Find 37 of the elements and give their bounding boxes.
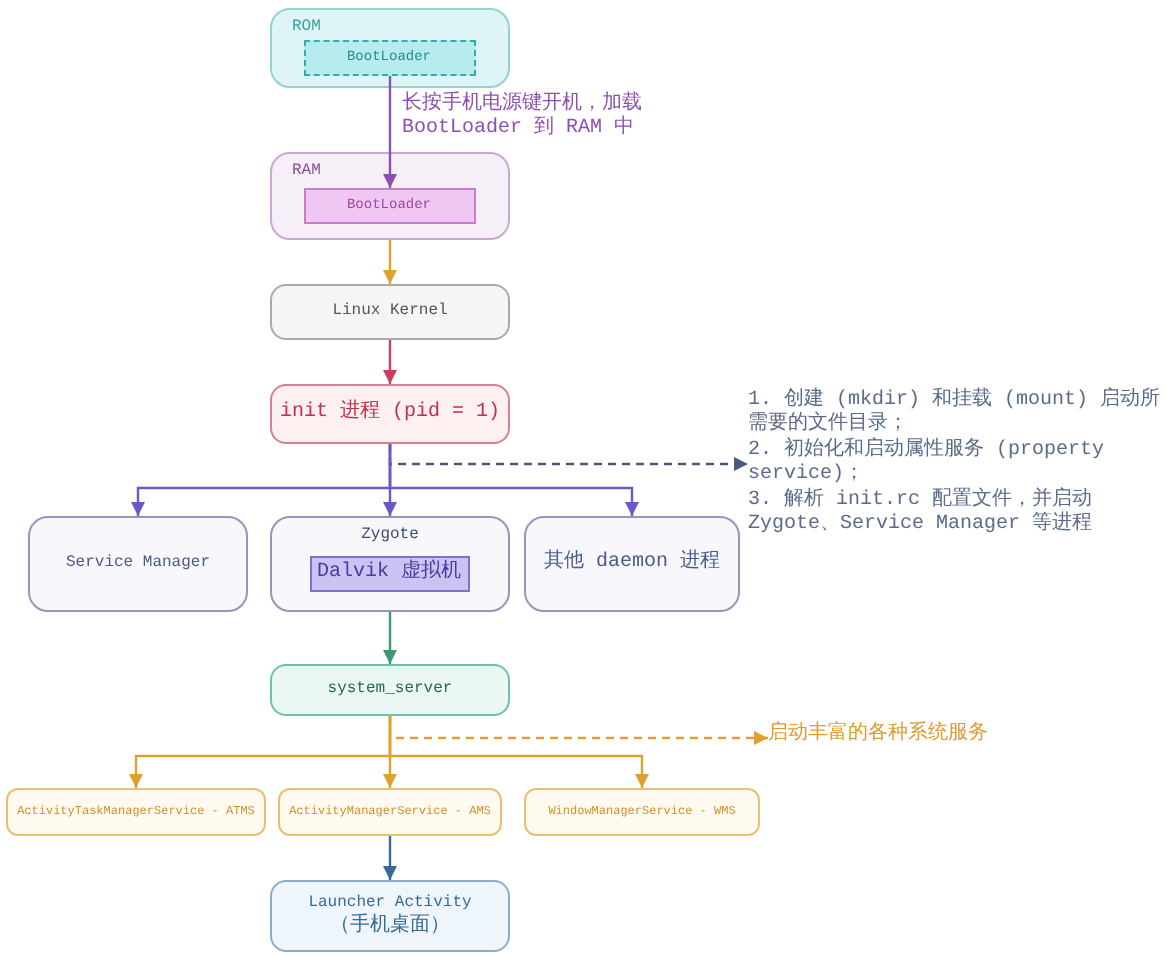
arrow bbox=[388, 444, 639, 516]
arrow bbox=[383, 612, 397, 664]
arrow bbox=[383, 836, 397, 880]
process-box bbox=[270, 664, 510, 716]
ram-box bbox=[270, 152, 510, 240]
box-heading: ROM bbox=[292, 16, 321, 38]
arrow bbox=[383, 76, 397, 188]
box-label: init 进程 (pid = 1) bbox=[279, 402, 500, 426]
bootloader-box bbox=[303, 187, 475, 223]
arrow bbox=[383, 240, 397, 284]
box-label: （手机桌面） bbox=[330, 916, 450, 940]
arrow bbox=[388, 716, 649, 788]
service-box bbox=[278, 788, 502, 836]
box-label: system_server bbox=[327, 678, 453, 702]
process-box bbox=[270, 516, 510, 612]
box-label: Dalvik 虚拟机 bbox=[316, 561, 461, 585]
note-line: 3. 解析 init.rc 配置文件，并启动 Zygote、Service Manager 等进程 bbox=[748, 490, 1095, 538]
process-box bbox=[270, 284, 510, 340]
box-label: Launcher Activity bbox=[308, 892, 472, 913]
box-label: Linux Kernel bbox=[332, 300, 448, 324]
box-heading: Zygote bbox=[361, 524, 419, 546]
note-text: 启动丰富的各种系统服务 bbox=[768, 724, 988, 748]
vm-box bbox=[309, 555, 469, 591]
process-box bbox=[270, 880, 510, 952]
box-heading: RAM bbox=[292, 160, 321, 182]
process-box bbox=[28, 516, 248, 612]
rom-box bbox=[270, 8, 510, 88]
note-line: 1. 创建 (mkdir) 和挂载 (mount) 启动所需要的文件目录； bbox=[748, 390, 1163, 437]
service-box bbox=[524, 788, 760, 836]
service-box bbox=[6, 788, 266, 836]
bootloader-box bbox=[303, 39, 475, 75]
note-line: 2. 初始化和启动属性服务 (property service)； bbox=[748, 440, 1107, 487]
box-label: 其他 daemon 进程 bbox=[543, 552, 720, 576]
arrow bbox=[383, 340, 397, 384]
process-box bbox=[270, 384, 510, 444]
process-box bbox=[524, 516, 740, 612]
box-label: Service Manager bbox=[65, 552, 210, 576]
